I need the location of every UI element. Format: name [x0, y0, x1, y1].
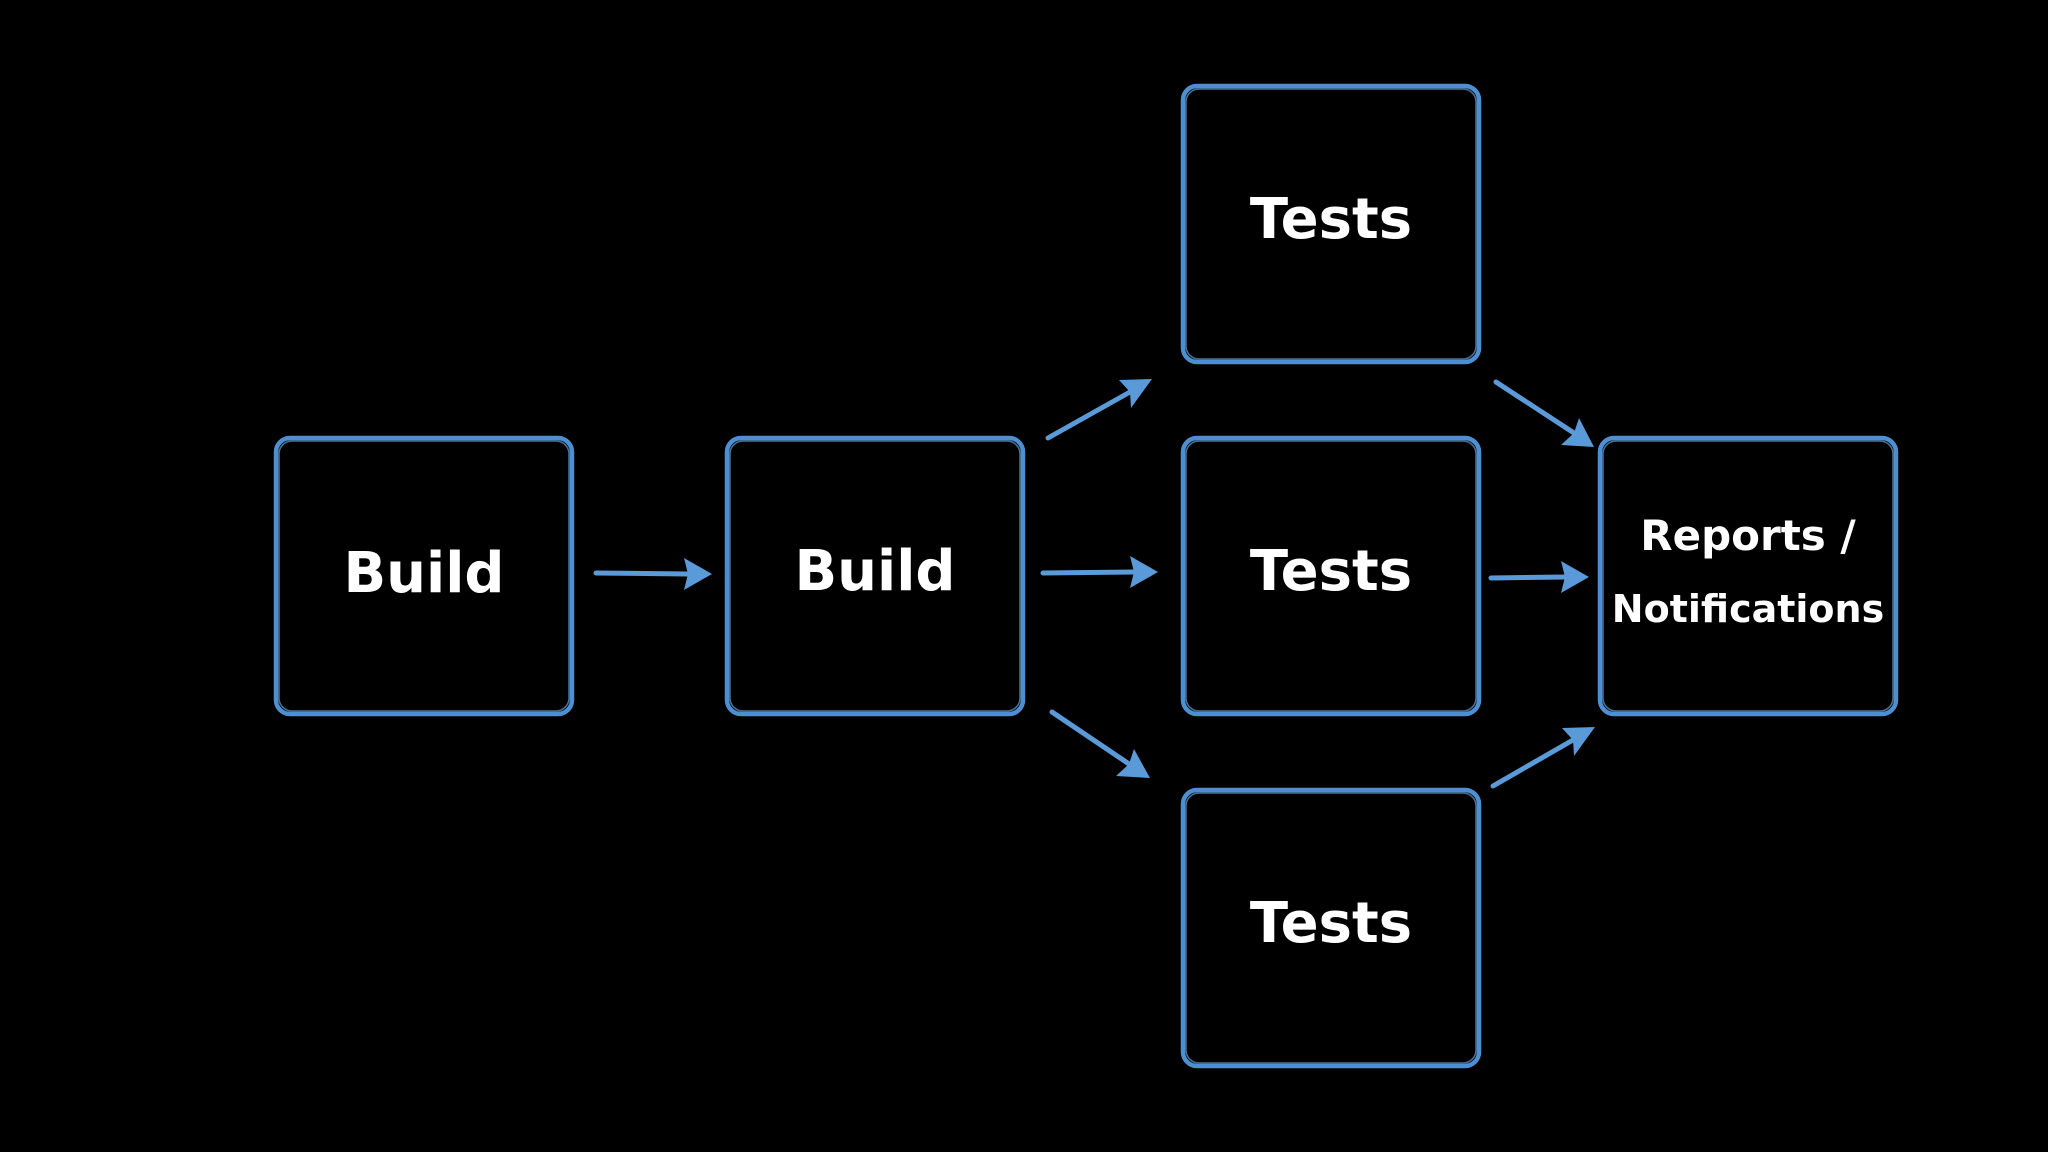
arrow-build-2-to-tests-top — [1045, 379, 1152, 441]
node-tests-top-box — [1180, 83, 1482, 365]
arrow-tests-middle-to-reports-head — [1561, 561, 1589, 593]
arrow-build-2-to-tests-bottom — [1049, 709, 1150, 778]
arrow-build-1-to-build-2-head — [684, 558, 712, 590]
arrow-build-1-to-build-2 — [593, 558, 712, 590]
arrow-tests-top-to-reports — [1493, 379, 1594, 447]
node-tests-bottom: Tests — [1180, 787, 1482, 1069]
node-reports-label-line1: Reports / — [1640, 511, 1856, 560]
node-tests-bottom-label: Tests — [1250, 891, 1412, 956]
node-reports: Reports / Notifications — [1597, 435, 1899, 717]
node-build-2-box-sketch — [729, 440, 1021, 712]
arrow-build-2-to-tests-bottom-shaft — [1049, 709, 1132, 767]
arrow-build-2-to-tests-bottom-head — [1116, 749, 1150, 778]
node-build-2: Build — [724, 435, 1026, 717]
node-reports-box — [1597, 435, 1899, 717]
arrow-build-2-to-tests-middle-shaft — [1040, 569, 1137, 576]
node-reports-label-line2: Notifications — [1612, 587, 1884, 631]
node-build-1: Build — [273, 435, 575, 717]
node-tests-middle: Tests — [1180, 435, 1482, 717]
node-tests-bottom-box-sketch — [1185, 792, 1477, 1064]
arrow-build-1-to-build-2-shaft — [593, 570, 691, 577]
node-build-1-box — [273, 435, 575, 717]
node-build-1-box-sketch — [278, 440, 570, 712]
node-build-1-label: Build — [343, 541, 504, 606]
node-tests-top-label: Tests — [1250, 187, 1412, 252]
node-reports-box-sketch — [1602, 440, 1894, 712]
arrow-tests-middle-to-reports-shaft — [1488, 574, 1568, 581]
arrow-build-2-to-tests-top-shaft — [1045, 389, 1133, 441]
node-build-2-label: Build — [794, 539, 955, 604]
node-tests-bottom-box — [1180, 787, 1482, 1069]
node-tests-middle-box-sketch — [1185, 440, 1477, 712]
arrow-tests-middle-to-reports — [1488, 561, 1589, 593]
node-tests-middle-box — [1180, 435, 1482, 717]
arrow-tests-bottom-to-reports-head — [1562, 727, 1595, 756]
arrow-build-2-to-tests-middle — [1040, 556, 1158, 588]
arrow-tests-bottom-to-reports — [1490, 727, 1595, 789]
node-tests-top: Tests — [1180, 83, 1482, 365]
arrow-build-2-to-tests-middle-head — [1130, 556, 1158, 588]
node-build-2-box — [724, 435, 1026, 717]
arrow-build-2-to-tests-top-head — [1119, 379, 1152, 408]
node-tests-middle-label: Tests — [1250, 539, 1412, 604]
arrow-tests-bottom-to-reports-shaft — [1490, 737, 1576, 789]
arrow-tests-top-to-reports-head — [1561, 418, 1594, 447]
arrow-tests-top-to-reports-shaft — [1493, 379, 1577, 436]
node-tests-top-box-sketch — [1185, 88, 1477, 360]
